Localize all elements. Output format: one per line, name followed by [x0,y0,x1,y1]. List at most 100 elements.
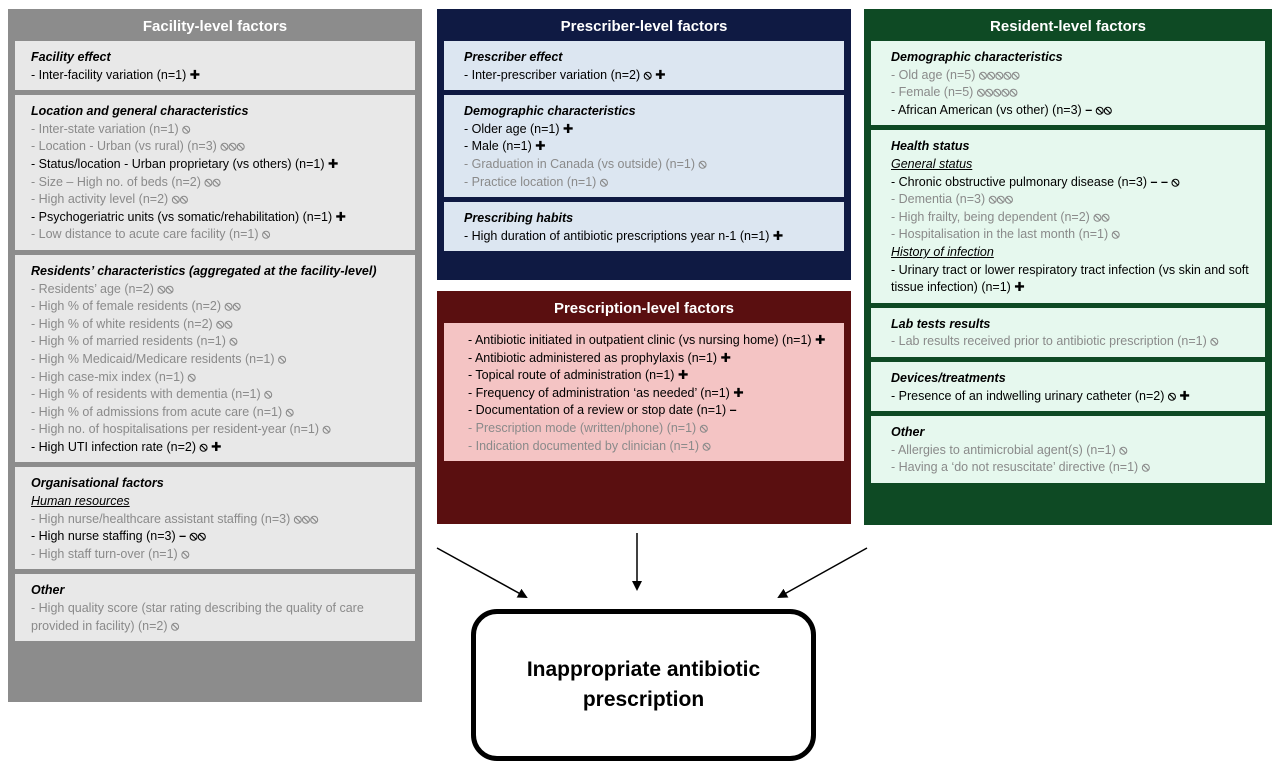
factor-text: - Old age (n=5) [891,67,976,82]
factor-item: - High nurse/healthcare assistant staffi… [31,511,407,529]
effect-symbol: ⦸⦸ [1093,209,1110,224]
factor-item: - High % of white residents (n=2) ⦸⦸ [31,316,407,334]
factor-item: - Inter-state variation (n=1) ⦸ [31,121,407,139]
factor-section: Location and general characteristics- In… [15,95,415,250]
factor-item: - Male (n=1) ✚ [464,138,836,156]
factor-item: - Chronic obstructive pulmonary disease … [891,174,1257,192]
factor-item: - Older age (n=1) ✚ [464,121,836,139]
factor-text: - Graduation in Canada (vs outside) (n=1… [464,156,696,171]
effect-symbol: ✚ [815,333,826,347]
factor-item: - High % of married residents (n=1) ⦸ [31,333,407,351]
factor-item: - High no. of hospitalisations per resid… [31,421,407,439]
factor-section: - Antibiotic initiated in outpatient cli… [444,323,844,462]
factor-text: - Prescription mode (written/phone) (n=1… [468,420,697,435]
effect-symbol: ✚ [772,228,784,243]
factor-text: - Male (n=1) [464,139,532,154]
factor-item: - Size – High no. of beds (n=2) ⦸⦸ [31,174,407,192]
factor-text: - Antibiotic initiated in outpatient cli… [468,333,812,347]
section-title: Other [891,425,925,440]
section-title: Health status [891,139,970,154]
outcome-label: Inappropriate antibiotic prescription [526,658,761,711]
effect-symbol: ⦸ [229,334,238,349]
factor-text: - Presence of an indwelling urinary cath… [891,388,1165,403]
effect-symbol: ⦸ [278,351,287,366]
arrow-from-facility [436,547,528,598]
factor-item: - High quality score (star rating descri… [31,600,407,635]
factor-item: - High case-mix index (n=1) ⦸ [31,369,407,387]
effect-symbol: ⦸⦸⦸⦸⦸ [978,67,1020,82]
factor-section: Devices/treatments- Presence of an indwe… [871,361,1265,412]
factor-text: - African American (vs other) (n=3) [891,102,1082,117]
factor-text: - Older age (n=1) [464,121,560,136]
factor-text: - Location - Urban (vs rural) (n=3) [31,139,217,154]
effect-symbol: ⦸ [702,438,711,453]
factor-text: - Dementia (n=3) [891,192,986,207]
factor-item: - Residents’ age (n=2) ⦸⦸ [31,281,407,299]
factor-text: - Topical route of administration (n=1) [468,368,675,383]
factor-item: - Frequency of administration ‘as needed… [468,385,836,403]
effect-symbol: ⦸⦸⦸ [293,511,319,526]
effect-symbol: ⦸ [181,546,190,561]
factor-text: - High activity level (n=2) [31,192,169,207]
effect-symbol: – ⦸⦸ [1085,102,1112,117]
section-subtitle: Human resources [31,494,130,509]
effect-symbol: ⦸ [285,404,294,419]
effect-symbol: ⦸ [599,174,608,189]
prescriber-level-panel: Prescriber-level factors Prescriber effe… [437,9,851,280]
effect-symbol: ✚ [328,156,339,171]
factor-item: - Dementia (n=3) ⦸⦸⦸ [891,191,1257,209]
factor-text: - Antibiotic administered as prophylaxis… [468,350,718,365]
factor-text: - High % of admissions from acute care (… [31,404,283,419]
factor-item: - Inter-facility variation (n=1) ✚ [31,67,407,85]
effect-symbol: ⦸ [698,156,707,171]
factor-item: - Urinary tract or lower respiratory tra… [891,262,1257,297]
effect-symbol: ✚ [677,368,689,383]
factor-text: - Inter-facility variation (n=1) [31,67,187,82]
effect-symbol: ✚ [335,209,347,224]
factor-item: - Status/location - Urban proprietary (v… [31,156,407,174]
factor-text: - High quality score (star rating descri… [31,601,364,633]
effect-symbol: ⦸ [322,422,331,437]
effect-symbol: ⦸ [1141,460,1150,475]
factor-text: - Urinary tract or lower respiratory tra… [891,262,1249,295]
section-title: Lab tests results [891,316,991,331]
factor-section: Demographic characteristics- Older age (… [444,95,844,198]
factor-item: - Hospitalisation in the last month (n=1… [891,226,1257,244]
factor-text: - Practice location (n=1) [464,174,597,189]
effect-symbol: – ⦸⦸ [179,529,206,544]
factor-item: - Allergies to antimicrobial agent(s) (n… [891,442,1257,460]
factor-text: - Lab results received prior to antibiot… [891,334,1207,349]
factor-item: - Prescription mode (written/phone) (n=1… [468,420,836,438]
resident-level-panel: Resident-level factors Demographic chara… [864,9,1272,525]
effect-symbol: ✚ [563,121,574,136]
resident-level-header: Resident-level factors [990,18,1146,35]
factor-text: - High UTI infection rate (n=2) [31,439,196,454]
factor-text: - High % of white residents (n=2) [31,316,213,331]
section-title: Other [31,583,65,598]
section-title: Facility effect [31,50,111,64]
factor-text: - Indication documented by clinician (n=… [468,438,700,453]
effect-symbol: ✚ [1014,280,1025,295]
factor-section: Prescriber effect- Inter-prescriber vari… [444,41,844,91]
effect-symbol: ✚ [535,139,546,154]
factor-section: Demographic characteristics- Old age (n=… [871,41,1265,126]
factor-text: - Allergies to antimicrobial agent(s) (n… [891,442,1116,457]
prescription-level-sections: - Antibiotic initiated in outpatient cli… [444,323,844,462]
effect-symbol: ⦸ [699,420,708,435]
effect-symbol: ✚ [189,67,201,82]
prescriber-level-header: Prescriber-level factors [560,18,728,35]
effect-symbol: ⦸ [182,121,191,136]
factor-item: - High nurse staffing (n=3) – ⦸⦸ [31,528,407,546]
factor-item: - Graduation in Canada (vs outside) (n=1… [464,156,836,174]
factor-item: - Lab results received prior to antibiot… [891,333,1257,351]
facility-level-sections: Facility effect - Inter-facility variatio… [15,41,415,642]
factor-text: - High % of female residents (n=2) [31,299,222,314]
factor-item: - Antibiotic administered as prophylaxis… [468,350,836,368]
prescription-level-panel: Prescription-level factors - Antibiotic … [437,291,851,524]
factor-item: - High % of residents with dementia (n=1… [31,386,407,404]
factor-item: - High staff turn-over (n=1) ⦸ [31,546,407,564]
prescription-level-header: Prescription-level factors [553,300,735,317]
